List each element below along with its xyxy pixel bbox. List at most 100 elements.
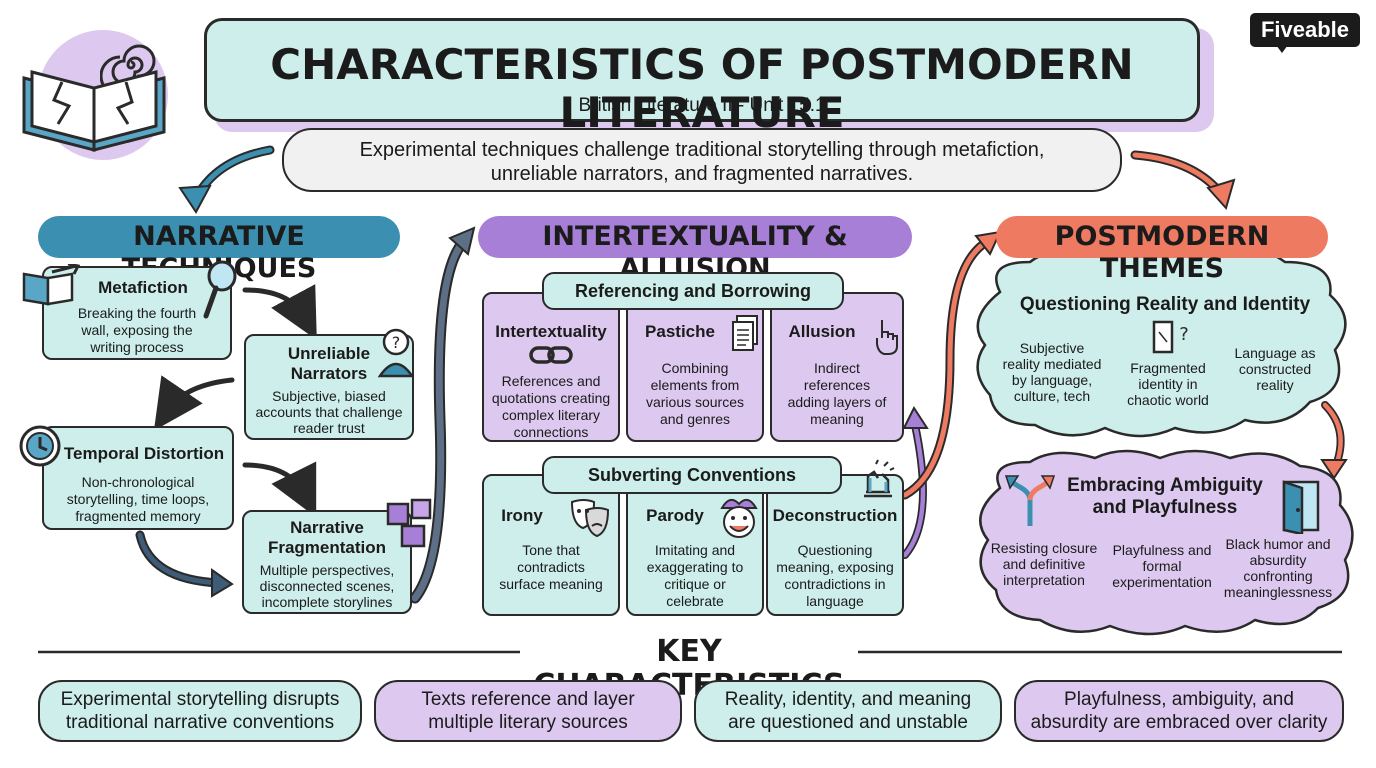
puzzle-icon (386, 498, 432, 548)
key-1-l2: traditional narrative conventions (65, 712, 335, 733)
irony-l2: contradicts (517, 559, 585, 575)
allusion-l4: meaning (810, 411, 864, 427)
ambiguity-col-3: Black humor and absurdity confronting me… (1220, 536, 1336, 600)
subverting-label: Subverting Conventions (542, 456, 842, 494)
parody-card: Parody Imitating and exaggerating to cri… (626, 474, 764, 616)
irony-l3: surface meaning (499, 576, 603, 592)
document-icon (732, 315, 758, 351)
intro-line-1: Experimental techniques challenge tradit… (359, 139, 1045, 161)
temporal-l1: Non-chronological (81, 474, 195, 490)
brand-badge: Fiveable (1250, 13, 1360, 47)
reality-c1-l2: reality mediated (1002, 356, 1102, 372)
page-subtitle: British Literature II - Unit 15.1 (578, 95, 826, 116)
temporal-l2: storytelling, time loops, (66, 491, 210, 507)
arrow-unreliable-to-temporal (153, 375, 235, 431)
ambiguity-c1-l3: interpretation (1003, 572, 1085, 588)
fragmentation-title-1: Narrative (290, 518, 364, 537)
reality-c2-l3: chaotic world (1127, 392, 1209, 408)
key-card-1: Experimental storytelling disrupts tradi… (38, 680, 362, 742)
reality-c2-l2: identity in (1138, 376, 1198, 392)
temporal-title: Temporal Distortion (63, 444, 225, 463)
arrow-temporal-to-fragmentation (242, 461, 317, 518)
reality-c1-l1: Subjective (1019, 340, 1085, 356)
key-3-l2: are questioned and unstable (728, 712, 968, 733)
svg-text:?: ? (392, 333, 401, 352)
ambiguity-title-2: and Playfulness (1092, 497, 1238, 518)
deconstruction-l1: Questioning (797, 542, 873, 558)
metafiction-card: Metafiction Breaking the fourth wall, ex… (42, 266, 232, 360)
intertext-heading: INTERTEXTUALITY & ALLUSION (542, 221, 848, 284)
intertextuality-l1: References and (501, 373, 601, 389)
parody-l3: critique or (664, 576, 726, 592)
unreliable-card: Unreliable Narrators Subjective, biased … (244, 334, 414, 440)
temporal-l3: fragmented memory (75, 508, 201, 524)
deconstruction-l4: language (806, 593, 864, 609)
open-door-icon (1282, 480, 1320, 534)
jester-face-icon (720, 498, 758, 538)
key-card-2: Texts reference and layer multiple liter… (374, 680, 682, 742)
pastiche-l2: elements from (650, 377, 740, 393)
metafiction-title: Metafiction (98, 278, 188, 297)
key-3-l1: Reality, identity, and meaning (724, 689, 972, 710)
ambiguity-c1-l2: and definitive (1002, 556, 1086, 572)
ambiguity-c3-l2: absurdity (1249, 552, 1307, 568)
fragmentation-l3: incomplete storylines (261, 594, 393, 610)
unreliable-l3: reader trust (293, 420, 365, 436)
intertextuality-l3: complex literary (501, 407, 601, 423)
allusion-card: Allusion Indirect references adding laye… (770, 292, 904, 442)
pastiche-l4: and genres (659, 411, 731, 427)
intertextuality-l2: quotations creating (491, 390, 611, 406)
split-arrow-icon (1004, 475, 1056, 526)
hand-mirror-icon (203, 260, 237, 319)
theater-masks-icon (570, 499, 610, 538)
ambiguity-c3-l4: meaninglessness (1223, 584, 1333, 600)
reality-col-2: Fragmented identity in chaotic world (1118, 360, 1218, 408)
page-title: CHARACTERISTICS OF POSTMODERN LITERATURE (270, 40, 1134, 137)
referencing-label: Referencing and Borrowing (542, 272, 844, 310)
reality-c1-l4: culture, tech (1013, 388, 1091, 404)
chain-link-icon (529, 346, 573, 364)
allusion-l1: Indirect (814, 360, 860, 376)
unreliable-title-1: Unreliable (287, 344, 371, 363)
fragmentation-card: Narrative Fragmentation Multiple perspec… (242, 510, 412, 614)
key-4-l2: absurdity are embraced over clarity (1030, 712, 1328, 733)
unreliable-title-2: Narrators (290, 364, 368, 383)
deconstruction-card: Deconstruction Questioning meaning, expo… (766, 474, 904, 616)
allusion-l3: adding layers of (787, 394, 887, 410)
fragmentation-title-2: Fragmentation (267, 538, 387, 557)
fragmentation-l2: disconnected scenes, (259, 578, 395, 594)
ambiguity-c2-l3: experimentation (1112, 574, 1212, 590)
themes-heading: POSTMODERN THEMES (1054, 221, 1270, 284)
parody-l4: celebrate (666, 593, 724, 609)
brand-name: Fiveable (1260, 17, 1350, 42)
intertext-heading-banner (478, 216, 912, 258)
deconstruction-l3: contradictions in (784, 576, 886, 592)
intertextuality-card: Intertextuality References and quotation… (482, 292, 620, 442)
key-4-l1: Playfulness, ambiguity, and (1064, 689, 1294, 710)
reality-c1-l3: by language, (1011, 372, 1093, 388)
reality-c3-l2: constructed (1238, 361, 1312, 377)
ambiguity-title-1: Embracing Ambiguity (1067, 475, 1263, 496)
referencing-title: Referencing and Borrowing (574, 281, 812, 301)
irony-card: Irony Tone that contradicts surface mean… (482, 474, 620, 616)
arrow-meta-to-unreliable (242, 284, 317, 341)
deconstruction-title: Deconstruction (772, 506, 898, 525)
reality-c2-l1: Fragmented (1130, 360, 1206, 376)
narrative-heading-banner (38, 216, 400, 258)
reality-c3-l1: Language as (1234, 345, 1316, 361)
parody-title: Parody (646, 506, 704, 525)
ambiguity-cloud (979, 449, 1354, 636)
mirror-question-icon: ? (1152, 320, 1189, 354)
key-2-l2: multiple literary sources (428, 712, 628, 733)
deconstruction-l2: meaning, exposing (776, 559, 894, 575)
title-banner: CHARACTERISTICS OF POSTMODERN LITERATURE… (204, 18, 1200, 137)
allusion-l2: references (803, 377, 871, 393)
ambiguity-c1-l1: Resisting closure (990, 540, 1098, 556)
question-person-icon: ? (377, 328, 415, 378)
intertextuality-l4: connections (513, 424, 589, 440)
key-card-4: Playfulness, ambiguity, and absurdity ar… (1014, 680, 1344, 742)
clock-icon (19, 425, 61, 467)
book-arrow-icon (22, 264, 81, 306)
reality-title: Questioning Reality and Identity (1019, 294, 1311, 315)
reality-col-1: Subjective reality mediated by language,… (990, 340, 1114, 404)
